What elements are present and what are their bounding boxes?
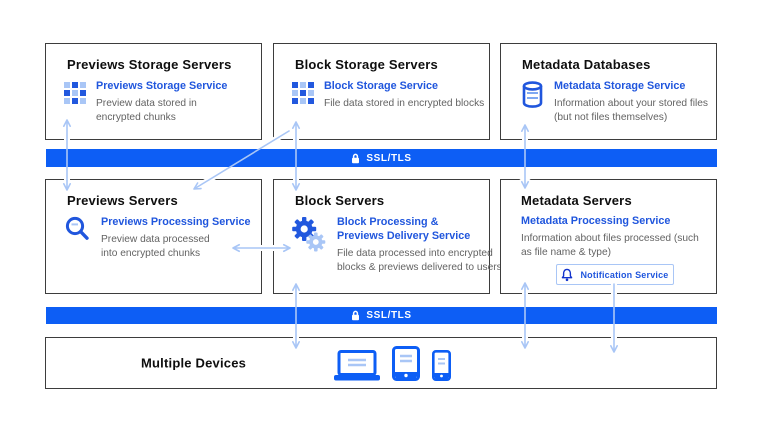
notification-service-label: Notification Service	[580, 269, 669, 280]
bell-icon	[562, 268, 573, 281]
service-description: Preview data stored in encrypted chunks	[96, 97, 197, 123]
notification-service-button: Notification Service	[556, 264, 674, 285]
lock-icon	[352, 310, 360, 321]
ssl-tls-label: SSL/TLS	[366, 310, 412, 321]
service-description: Information about your stored files (but…	[554, 97, 709, 123]
metadata-databases-box: Metadata Databases Metadata Storage Serv…	[500, 43, 717, 140]
service-link: Metadata Processing Service	[521, 215, 671, 227]
laptop-icon	[334, 350, 380, 381]
service-description: Preview data processed into encrypted ch…	[101, 233, 210, 259]
service-description: File data stored in encrypted blocks	[324, 97, 485, 109]
ssl-tls-bar-top: SSL/TLS	[46, 149, 717, 167]
service-link: Metadata Storage Service	[554, 80, 686, 92]
service-description: Information about files processed (such …	[521, 232, 699, 258]
box-title: Block Servers	[295, 193, 385, 208]
device-icons	[334, 346, 451, 381]
block-storage-servers-box: Block Storage Servers Block Storage Serv…	[273, 43, 490, 140]
box-title: Previews Servers	[67, 193, 178, 208]
grid-blocks-icon	[292, 82, 314, 104]
ssl-tls-label: SSL/TLS	[366, 152, 412, 164]
previews-storage-servers-box: Previews Storage Servers Previews Storag…	[45, 43, 262, 140]
previews-servers-box: Previews Servers Previews Processing Ser…	[45, 179, 262, 294]
block-servers-box: Block Servers	[273, 179, 502, 294]
service-link: Previews Processing Service	[101, 216, 251, 228]
service-link: Block Storage Service	[324, 80, 439, 92]
tablet-icon	[392, 346, 420, 381]
box-title: Block Storage Servers	[295, 57, 438, 72]
gears-icon	[292, 217, 326, 252]
box-title: Metadata Databases	[522, 57, 651, 72]
box-title: Metadata Servers	[521, 193, 632, 208]
service-description: File data processed into encrypted block…	[337, 247, 502, 273]
lock-icon	[352, 153, 360, 163]
database-icon	[522, 81, 543, 108]
metadata-servers-box: Metadata Servers Metadata Processing Ser…	[500, 179, 717, 294]
grid-chunks-icon	[64, 82, 86, 104]
magnifier-icon	[65, 216, 89, 240]
box-title: Multiple Devices	[141, 355, 247, 371]
box-title: Previews Storage Servers	[67, 57, 232, 72]
ssl-tls-bar-bottom: SSL/TLS	[46, 307, 717, 324]
service-link: Block Processing & Previews Delivery Ser…	[337, 216, 471, 242]
service-link: Previews Storage Service	[96, 80, 228, 92]
phone-icon	[432, 350, 451, 381]
multiple-devices-box: Multiple Devices	[45, 337, 717, 389]
